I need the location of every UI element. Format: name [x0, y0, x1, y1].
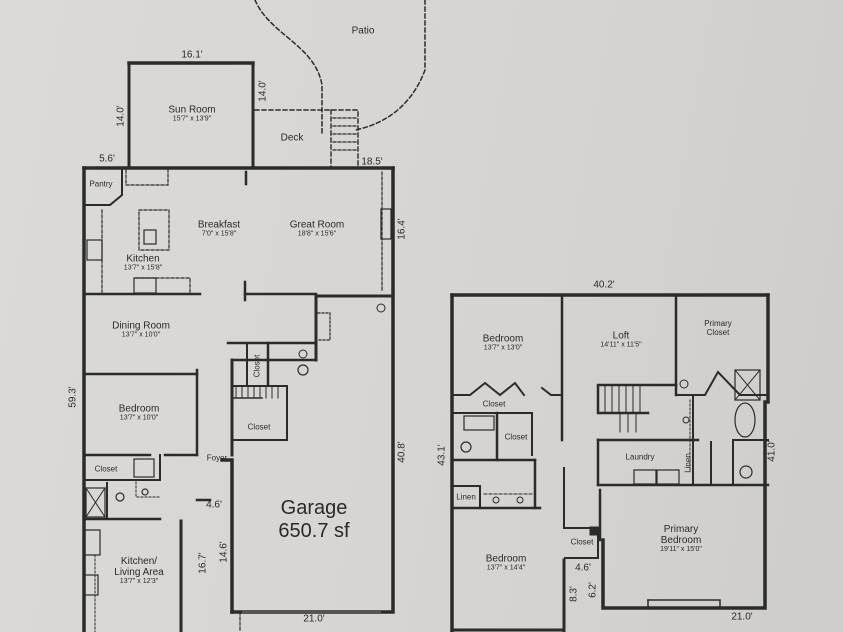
dim-overall-left: 59.3'	[67, 386, 79, 408]
room-size: 13'7" x 15'8"	[123, 264, 163, 272]
room-upper-linen-1: Linen	[456, 492, 476, 502]
room-name: Garage	[280, 497, 348, 519]
room-laundry: Laundry	[625, 452, 655, 462]
room-name: Loft	[612, 330, 630, 342]
dim-upper-inner-right: 6.2'	[587, 582, 599, 598]
dim-great-room-right: 16.4'	[396, 218, 408, 240]
room-name: Kitchen/	[120, 556, 158, 568]
room-size: 13'7" x 14'4"	[486, 564, 526, 572]
room-size: 18'8" x 15'6"	[297, 230, 337, 238]
room-upper-closet-2: Closet	[504, 432, 528, 442]
dim-sun-room-left: 14.0'	[115, 105, 127, 127]
room-size: 13'7" x 12'3"	[119, 578, 159, 586]
room-upper-closet-3: Closet	[570, 537, 594, 547]
dim-living-right: 16.7'	[197, 552, 209, 574]
room-size: 14'11" x 11'5"	[600, 341, 642, 349]
room-size: 19'11" x 15'0"	[660, 546, 702, 554]
room-size: 13'7" x 10'0"	[121, 331, 161, 339]
dim-upper-inner-left: 8.3'	[568, 586, 580, 602]
room-sun-room: Sun Room 15'7" x 13'9"	[168, 105, 215, 124]
room-upper-closet-1: Closet	[482, 399, 506, 409]
deck-label: Deck	[280, 132, 304, 144]
room-name: Primary	[663, 524, 699, 536]
room-primary-closet: Primary Closet	[704, 319, 732, 338]
dim-deck-right: 18.5'	[361, 156, 383, 168]
room-loft: Loft 14'11" x 11'5"	[600, 331, 641, 350]
room-upper-bedroom-1: Bedroom 13'7" x 13'0"	[483, 334, 524, 353]
dim-upper-closet-step: 4.6'	[575, 562, 591, 574]
room-kitchen-living-area: Kitchen/ Living Area 13'7" x 12'3"	[114, 556, 163, 586]
room-great-room: Great Room 18'8" x 15'6"	[290, 220, 344, 239]
room-area: 650.7 sf	[278, 520, 350, 542]
room-name: Breakfast	[197, 219, 241, 231]
room-closet-bedroom: Closet	[94, 464, 118, 474]
room-name: Kitchen	[126, 253, 160, 265]
room-name: Bedroom	[485, 553, 527, 565]
dim-upper-left-side: 43.1'	[436, 444, 448, 466]
room-bedroom: Bedroom 13'7" x 10'0"	[119, 404, 160, 423]
room-name: Dining Room	[112, 320, 170, 332]
dim-foyer-step: 4.6'	[206, 499, 222, 511]
dim-garage-left: 14.6'	[218, 541, 230, 563]
room-size: 13'7" x 13'0"	[483, 344, 523, 352]
room-name-line2: Closet	[706, 328, 730, 337]
dim-sun-room-right: 14.0'	[257, 80, 269, 102]
room-size: 15'7" x 13'9"	[172, 115, 212, 123]
room-name-line2: Bedroom	[660, 535, 702, 547]
room-name: Bedroom	[482, 333, 524, 345]
dim-garage-width: 21.0'	[303, 613, 325, 625]
room-dining-room: Dining Room 13'7" x 10'0"	[112, 321, 170, 340]
room-foyer: Foyer	[206, 453, 228, 463]
room-kitchen: Kitchen 13'7" x 15'8"	[124, 254, 162, 273]
dim-upper-right-side: 41.0'	[766, 440, 778, 462]
dim-upper-overall-width: 40.2'	[593, 279, 615, 291]
dim-left-offset: 5.6'	[99, 153, 115, 165]
patio-label: Patio	[351, 25, 375, 37]
room-size: 7'0" x 15'8"	[201, 230, 237, 238]
room-closet-vertical: Closet	[252, 354, 262, 378]
room-primary-bedroom: Primary Bedroom 19'11" x 15'0"	[660, 524, 702, 554]
room-name: Primary	[704, 319, 732, 329]
room-upper-bedroom-2: Bedroom 13'7" x 14'4"	[486, 554, 527, 573]
room-name: Great Room	[289, 219, 345, 231]
room-size: 13'7" x 10'0"	[119, 414, 159, 422]
room-garage: Garage 650.7 sf	[278, 497, 349, 543]
room-pantry: Pantry	[89, 179, 113, 189]
room-closet-stairs: Closet	[247, 422, 271, 432]
dim-primary-width: 21.0'	[731, 611, 753, 623]
room-name-line2: Living Area	[114, 567, 164, 579]
dim-sun-room-width: 16.1'	[181, 49, 203, 61]
room-upper-linen-2: Linen	[683, 453, 693, 473]
dim-garage-side: 40.8'	[396, 441, 408, 463]
room-name: Bedroom	[118, 403, 160, 415]
room-name: Sun Room	[168, 104, 216, 116]
room-breakfast: Breakfast 7'0" x 15'8"	[198, 220, 240, 239]
